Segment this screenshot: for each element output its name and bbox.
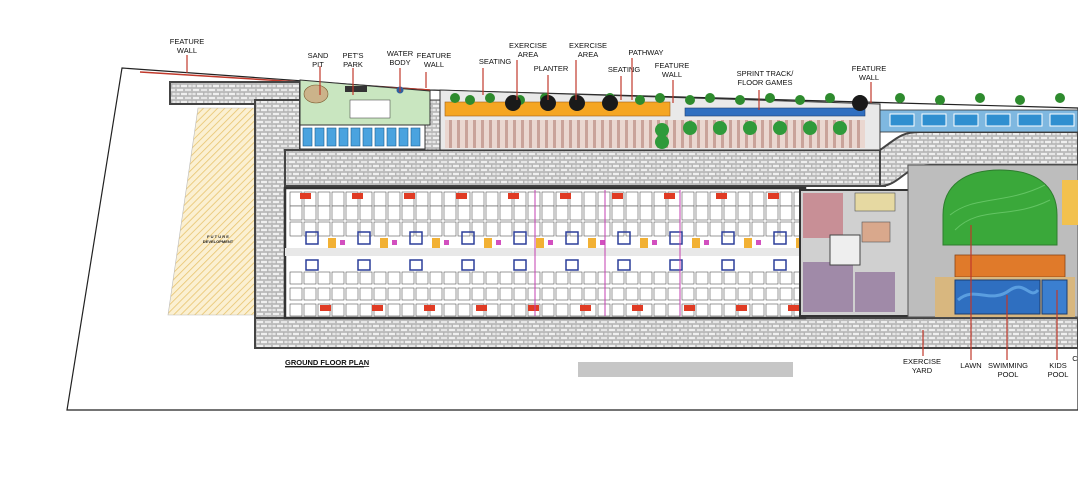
label-text: SWIMMING: [988, 361, 1028, 370]
pets-park-area: [299, 79, 431, 150]
label-text: FEATURE: [852, 64, 886, 73]
clubhouse: [799, 189, 911, 317]
landscape-court: [907, 164, 1078, 318]
multipurpose-hall: [803, 262, 853, 312]
label-lawn: LAWN: [960, 225, 982, 370]
label-text: SPRINT TRACK/: [737, 69, 795, 78]
label-text: YARD: [912, 366, 933, 375]
sprint-track: [684, 107, 866, 117]
label-text: BODY: [389, 58, 410, 67]
label-text: PARK: [343, 60, 363, 69]
label-text: EXERCISE: [903, 357, 941, 366]
label-text: FLOOR GAMES: [737, 78, 792, 87]
label-text: KIDS: [1049, 361, 1067, 370]
label-text: WALL: [177, 46, 197, 55]
label-text: POOL: [998, 370, 1019, 379]
label-text: AREA: [578, 50, 598, 59]
cabana-row: [302, 127, 421, 147]
label-cut-off-label: C: [1072, 354, 1078, 363]
label-text: PET'S: [342, 51, 363, 60]
label-text: SEATING: [608, 65, 641, 74]
sand-pit-shape: [303, 84, 329, 104]
right-cabanas: [889, 113, 1075, 127]
pergola-walk: [445, 120, 865, 148]
label-text: SAND: [308, 51, 329, 60]
label-text: PATHWAY: [628, 48, 663, 57]
label-seating-2: SEATING: [608, 65, 641, 100]
lawn-shape: [942, 169, 1058, 246]
label-text: PLANTER: [534, 64, 569, 73]
label-text: WALL: [662, 70, 682, 79]
label-text: FEATURE: [655, 61, 689, 70]
pets-park-equipment: [345, 86, 367, 92]
label-text: EXERCISE: [569, 41, 607, 50]
label-text: C: [1072, 354, 1078, 363]
label-text: LAWN: [960, 361, 981, 370]
label-text: FEATURE: [417, 51, 451, 60]
plan-title: GROUND FLOOR PLAN: [285, 358, 369, 367]
label-text: WALL: [424, 60, 444, 69]
kids-pool-shape: [1041, 279, 1068, 315]
gym-area: [803, 193, 843, 238]
future-development-subtitle: DEVELOPMENT: [203, 239, 234, 244]
label-text: AREA: [518, 50, 538, 59]
future-development-title: F U T U R E: [207, 234, 229, 239]
label-pathway: PATHWAY: [628, 48, 664, 100]
exercise-deck: [444, 101, 671, 117]
label-seating-1: SEATING: [479, 57, 512, 95]
label-text: POOL: [1048, 370, 1069, 379]
callout-labels: FEATUREWALLSANDPITPET'SPARKWATERBODYFEAT…: [170, 37, 1078, 379]
future-development-area: [167, 107, 256, 316]
scale-bar: [578, 362, 793, 377]
apartment-units: [285, 190, 813, 317]
label-text: SEATING: [479, 57, 512, 66]
label-text: WALL: [859, 73, 879, 82]
label-text: FEATURE: [170, 37, 204, 46]
label-text: EXERCISE: [509, 41, 547, 50]
label-sprint-track: SPRINT TRACK/FLOOR GAMES: [737, 69, 795, 110]
label-planter: PLANTER: [534, 64, 569, 100]
label-text: PIT: [312, 60, 324, 69]
label-text: WATER: [387, 49, 414, 58]
